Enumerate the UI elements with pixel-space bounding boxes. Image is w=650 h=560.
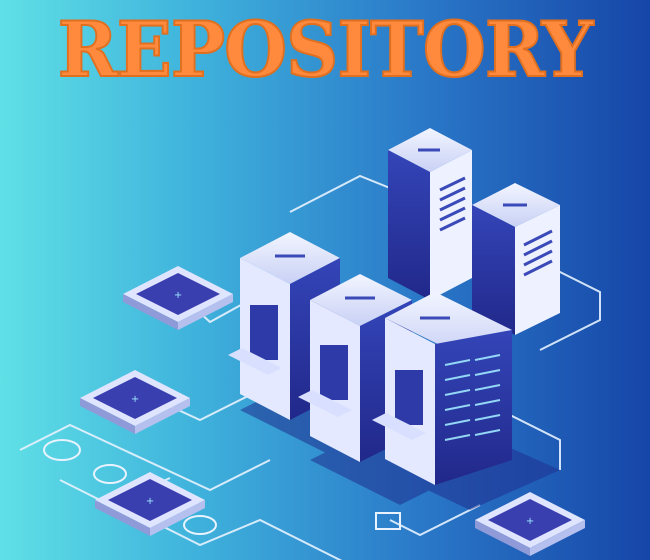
server-back-right: [472, 183, 560, 335]
page-title: REPOSITORY: [57, 4, 594, 95]
server-front-right: [372, 292, 512, 485]
svg-text:+: +: [146, 496, 154, 507]
svg-text:+: +: [526, 516, 534, 527]
svg-text:+: +: [174, 290, 182, 301]
server-back-left: [388, 128, 472, 300]
tablet: +: [475, 492, 585, 556]
tablet: +: [123, 266, 233, 330]
svg-text:+: +: [131, 394, 139, 405]
circuit-nodes: [43, 439, 401, 535]
server-front-middle: [298, 274, 412, 462]
tablet: +: [95, 472, 205, 536]
tablet: +: [80, 370, 190, 434]
